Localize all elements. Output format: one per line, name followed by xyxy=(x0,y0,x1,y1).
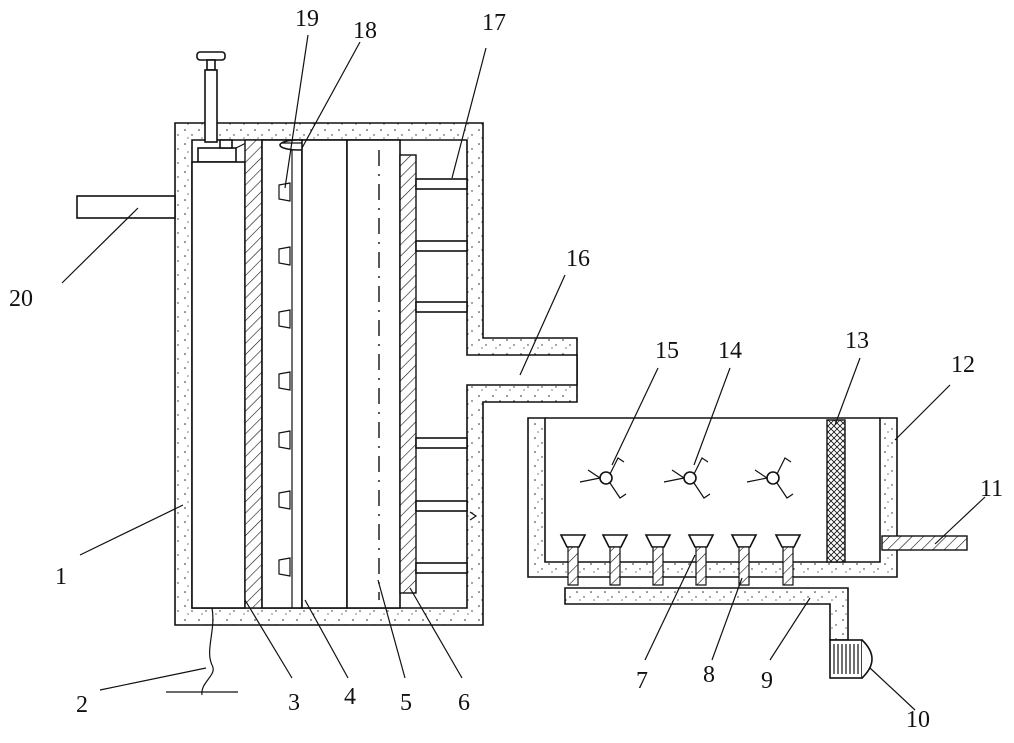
tooth-row xyxy=(278,182,291,577)
top-valve xyxy=(196,51,247,163)
label-1: 1 xyxy=(55,564,67,590)
label-2: 2 xyxy=(76,692,88,718)
label-12: 12 xyxy=(951,352,975,378)
label-9: 9 xyxy=(761,668,773,694)
label-4: 4 xyxy=(344,684,356,710)
small-arrow xyxy=(469,511,478,521)
distribution-pipe-9 xyxy=(564,587,849,641)
label-10: 10 xyxy=(906,707,930,733)
label-6: 6 xyxy=(458,690,470,716)
hatched-plate-3 xyxy=(244,139,263,609)
outlet-pipe-11 xyxy=(881,535,968,551)
fins xyxy=(415,178,468,574)
left-column xyxy=(191,161,246,609)
column-5 xyxy=(346,139,401,609)
tank-housing xyxy=(527,417,898,578)
label-16: 16 xyxy=(566,246,590,272)
label-17: 17 xyxy=(482,10,506,36)
inlet-pipe xyxy=(76,195,176,219)
nozzles xyxy=(559,534,802,586)
label-8: 8 xyxy=(703,662,715,688)
hatched-plate-6 xyxy=(399,154,417,594)
label-11: 11 xyxy=(980,476,1003,502)
leader-lines xyxy=(61,34,986,711)
label-5: 5 xyxy=(400,690,412,716)
pump-10 xyxy=(829,639,873,679)
stirrers xyxy=(579,457,794,499)
label-18: 18 xyxy=(353,18,377,44)
label-19: 19 xyxy=(295,6,319,32)
label-13: 13 xyxy=(845,328,869,354)
label-3: 3 xyxy=(288,690,300,716)
label-7: 7 xyxy=(636,668,648,694)
panel-4 xyxy=(301,139,348,609)
label-14: 14 xyxy=(718,338,742,364)
label-20: 20 xyxy=(9,286,33,312)
label-15: 15 xyxy=(655,338,679,364)
number-labels: 1 2 3 4 5 6 7 8 9 10 11 12 13 14 15 16 1… xyxy=(9,6,1003,733)
drain-pipe xyxy=(201,607,214,696)
screen-13 xyxy=(826,419,846,563)
